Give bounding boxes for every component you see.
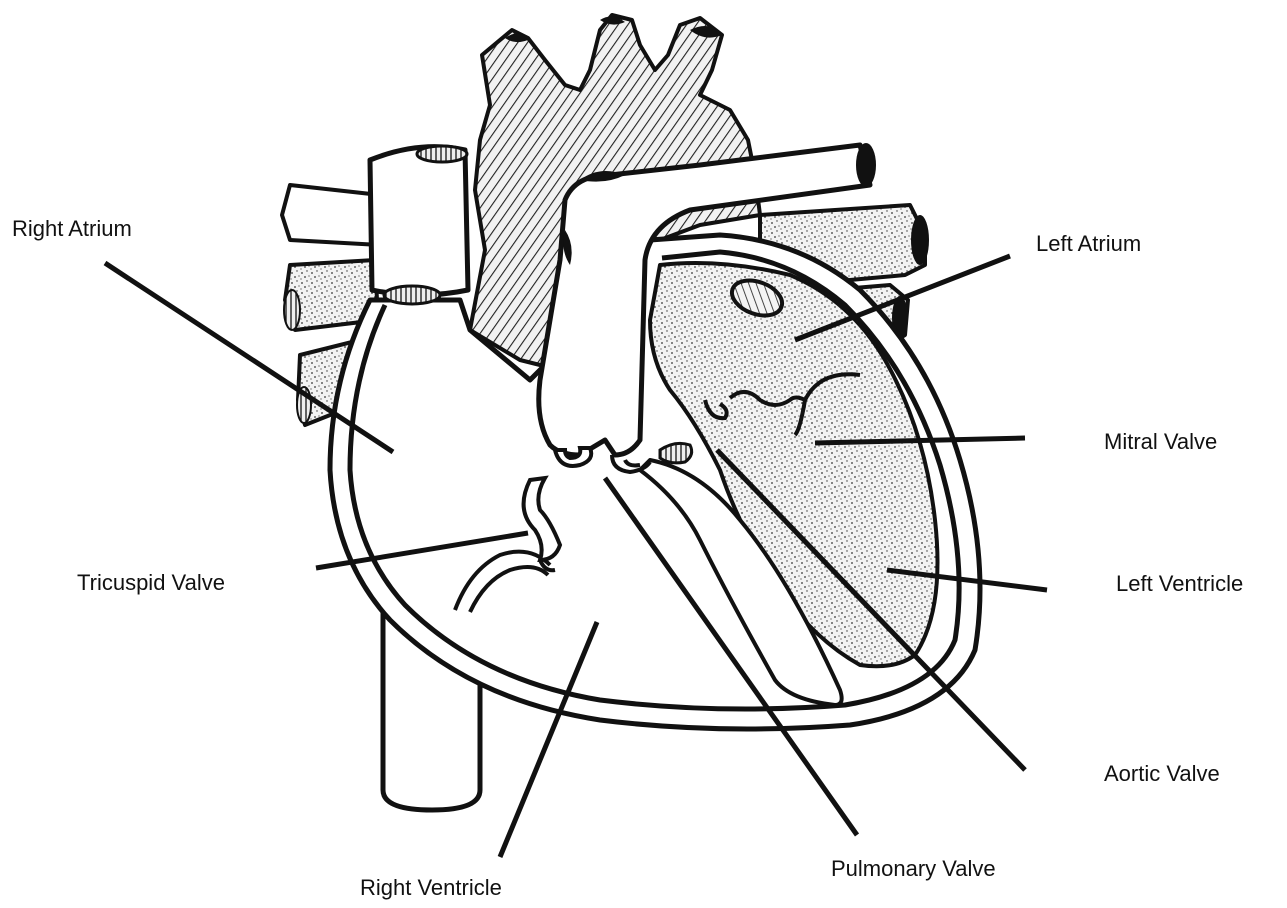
label-tricuspid-valve: Tricuspid Valve (77, 572, 225, 594)
label-left-atrium: Left Atrium (1036, 233, 1141, 255)
label-left-ventricle: Left Ventricle (1116, 573, 1243, 595)
superior-vena-cava (370, 146, 468, 304)
label-aortic-valve: Aortic Valve (1104, 763, 1220, 785)
label-right-ventricle: Right Ventricle (360, 877, 502, 899)
label-pulmonary-valve: Pulmonary Valve (831, 858, 996, 880)
label-mitral-valve: Mitral Valve (1104, 431, 1217, 453)
label-right-atrium: Right Atrium (12, 218, 132, 240)
